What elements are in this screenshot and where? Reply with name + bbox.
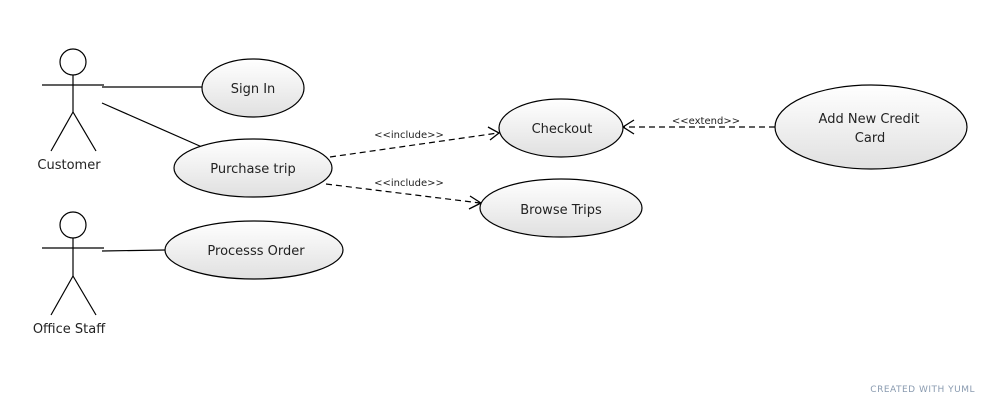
use-case-sign-in-ellipse[interactable] [201, 58, 305, 118]
use-case-process-order-label: Processs Order [207, 244, 305, 259]
use-case-add-credit-card-label-line1: Add New Credit [819, 112, 920, 127]
association-staff-process [101, 249, 166, 252]
created-with-yuml-footer: CREATED WITH YUML [870, 385, 975, 395]
use-case-purchase-trip[interactable]: Purchase trip [173, 138, 333, 198]
use-case-sign-in[interactable]: Sign In [201, 58, 305, 118]
use-case-process-order-ellipse[interactable] [164, 220, 344, 280]
association-customer-purchase [101, 102, 203, 148]
actor-office-staff-leg-left [50, 275, 74, 316]
use-case-process-order[interactable]: Processs Order [164, 220, 344, 280]
use-case-purchase-trip-ellipse[interactable] [173, 138, 333, 198]
actor-customer-leg-right [72, 111, 97, 152]
use-case-add-credit-card[interactable]: Add New Credit Card [774, 84, 968, 170]
use-case-browse-trips[interactable]: Browse Trips [479, 178, 643, 238]
include-edge-checkout [329, 132, 499, 158]
include-arrowhead-checkout [487, 126, 501, 141]
use-case-browse-trips-label: Browse Trips [520, 203, 602, 218]
use-case-add-credit-card-label-line2: Card [855, 131, 885, 146]
actor-office-staff-label: Office Staff [33, 322, 106, 337]
use-case-add-credit-card-ellipse[interactable] [774, 84, 968, 170]
use-case-sign-in-label: Sign In [231, 82, 276, 97]
actor-customer-label: Customer [37, 158, 101, 173]
include-label-2: <<include>> [374, 178, 444, 189]
use-case-browse-trips-ellipse[interactable] [479, 178, 643, 238]
use-case-checkout-label: Checkout [532, 122, 593, 137]
use-case-checkout-ellipse[interactable] [498, 98, 624, 158]
actor-customer: Customer [37, 48, 104, 173]
use-case-purchase-trip-label: Purchase trip [210, 162, 295, 177]
include-edge-browse [325, 183, 481, 204]
actor-customer-leg-left [50, 111, 74, 152]
actor-office-staff-leg-right [72, 275, 97, 316]
actor-office-staff: Office Staff [33, 211, 106, 337]
extend-label: <<extend>> [672, 116, 740, 127]
use-case-checkout[interactable]: Checkout [498, 98, 624, 158]
actor-office-staff-head [59, 211, 87, 239]
actor-customer-head [59, 48, 87, 76]
include-label-1: <<include>> [374, 130, 444, 141]
